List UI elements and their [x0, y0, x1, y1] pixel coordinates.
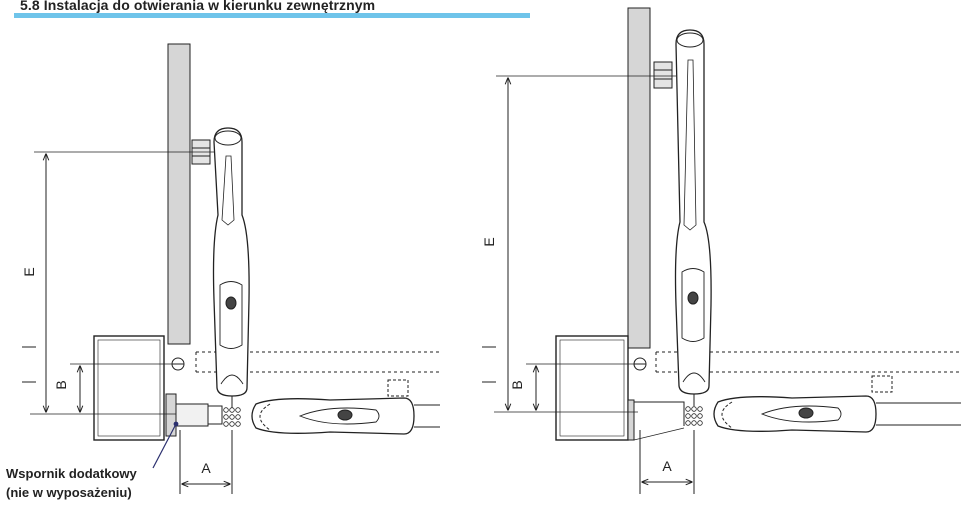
left-label-a: A: [201, 460, 211, 476]
actuator-open: [251, 379, 440, 435]
gate-post: [627, 7, 651, 349]
right-label-a: A: [662, 458, 672, 474]
left-label-b: B: [53, 380, 69, 389]
actuator-closed: [674, 29, 712, 406]
wall-block: [555, 335, 629, 441]
right-label-b: B: [509, 380, 525, 389]
callout-line2: (nie w wyposażeniu): [6, 485, 132, 500]
motor-head: [685, 406, 703, 426]
additional-bracket: [165, 393, 177, 437]
actuator-open: [713, 375, 961, 433]
callout-pointer: [152, 421, 179, 469]
wall-block: [93, 335, 165, 441]
section-title: 5.8 Instalacja do otwierania w kierunku …: [20, 0, 376, 13]
title-underline-bar: [14, 13, 530, 18]
right-figure: [482, 7, 961, 494]
right-label-e: E: [481, 237, 497, 246]
actuator-closed: [212, 127, 250, 408]
motor-head: [223, 407, 241, 427]
gate-post: [167, 43, 191, 345]
left-label-e: E: [21, 267, 37, 276]
left-figure: [22, 43, 440, 494]
callout-line1: Wspornik dodatkowy: [6, 466, 137, 481]
gate-bracket: [653, 61, 673, 89]
